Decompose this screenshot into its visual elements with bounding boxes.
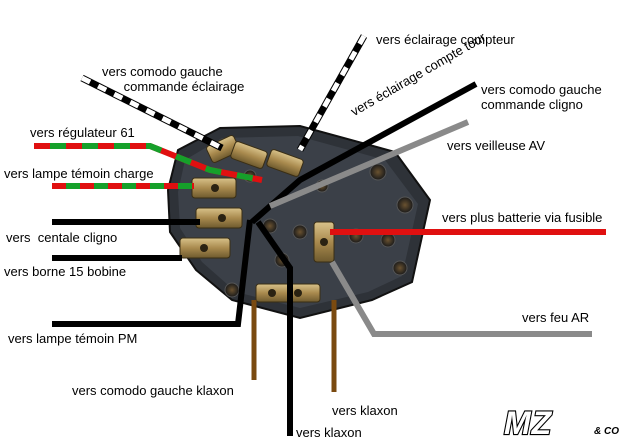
mz-logo: MZ & CO bbox=[503, 404, 619, 440]
wire-klaxon-2 bbox=[255, 220, 293, 436]
junction-board-highlight bbox=[178, 136, 418, 308]
label-lampe-pm: vers lampe témoin PM bbox=[8, 331, 138, 346]
logo-sub: & CO bbox=[594, 426, 619, 437]
wire-feu-ar bbox=[329, 260, 592, 337]
label-lampe-charge: vers lampe témoin charge bbox=[4, 166, 154, 181]
wires bbox=[34, 34, 606, 436]
label-regulateur: vers régulateur 61 bbox=[30, 125, 135, 140]
wire-veilleuse bbox=[268, 119, 470, 209]
label-batterie: vers plus batterie via fusible bbox=[442, 210, 603, 225]
wire-lampe-pm bbox=[52, 219, 253, 327]
label-klaxon-2: vers klaxon bbox=[296, 425, 362, 440]
label-comodo-cligno: vers comodo gauche commande cligno bbox=[481, 82, 602, 112]
label-centrale-cligno: vers centale cligno bbox=[6, 230, 118, 245]
label-eclairage-compteur: vers éclairage compteur bbox=[376, 32, 515, 47]
label-comodo-eclairage: vers comodo gauche commande éclairage bbox=[102, 64, 245, 94]
label-comodo-klaxon: vers comodo gauche klaxon bbox=[72, 383, 234, 398]
logo-main: MZ bbox=[504, 405, 553, 440]
label-veilleuse: vers veilleuse AV bbox=[447, 138, 546, 153]
label-bobine: vers borne 15 bobine bbox=[4, 264, 127, 279]
wire-comodo-cligno bbox=[250, 81, 478, 225]
label-klaxon-1: vers klaxon bbox=[332, 403, 398, 418]
label-feu-ar: vers feu AR bbox=[522, 310, 590, 325]
